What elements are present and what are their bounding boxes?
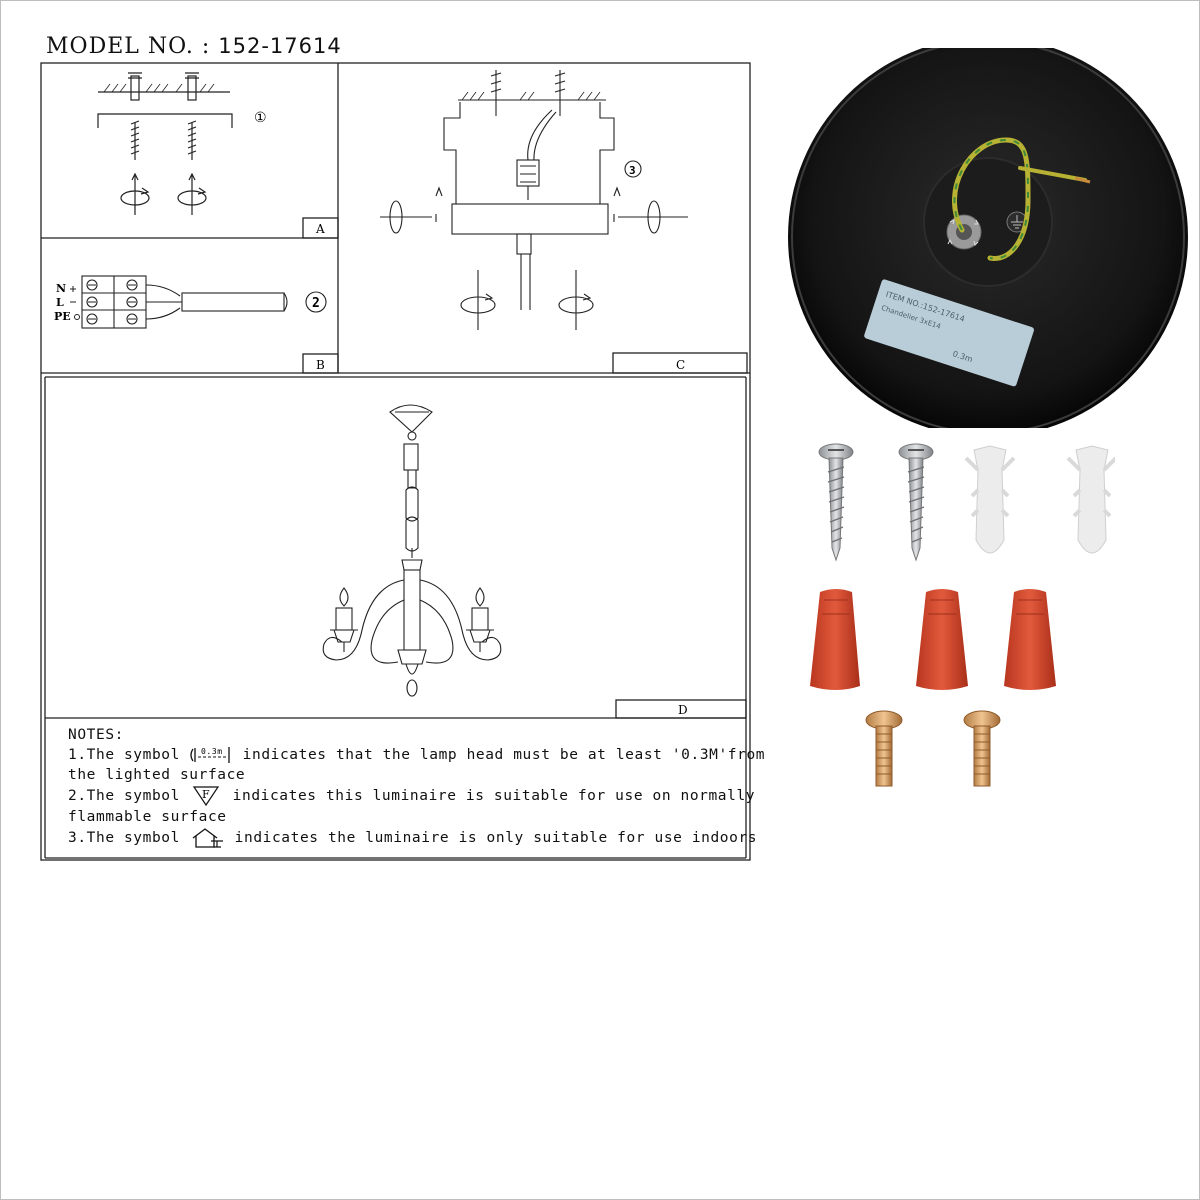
panel-b-terminal-n: N (56, 282, 66, 295)
model-number: 152-17614 (218, 34, 342, 58)
panel-a-ceiling-fixing (97, 72, 233, 215)
panel-d-chandelier-drawing (322, 404, 502, 697)
note-3-prefix: 3.The symbol (68, 830, 180, 846)
wood-screw (898, 443, 934, 562)
distance-symbol-text: 0.3m (201, 747, 223, 756)
note-3-suffix: indicates the luminaire is only suitable… (234, 830, 758, 846)
note-1-suffix: indicates that the lamp head must be at … (242, 747, 766, 763)
panel-d-letter: D (678, 703, 688, 717)
panel-c-letter: C (676, 358, 685, 372)
panel-b-polarity-marks (70, 286, 80, 320)
panel-c-canopy-mounting (380, 70, 688, 330)
panel-a-step: ① (254, 110, 267, 126)
sheet-border (40, 62, 751, 861)
hardware-kit-photo (810, 443, 1115, 787)
note-2-prefix: 2.The symbol (68, 788, 180, 804)
note-1-prefix: 1.The symbol (68, 747, 180, 763)
notes-heading: NOTES: (68, 727, 124, 743)
flammable-symbol-text: F (202, 788, 210, 801)
brass-bolt (865, 710, 903, 787)
instruction-sheet: A B C D ① N (40, 62, 751, 861)
panel-a-letter: A (315, 222, 325, 236)
note-2-suffix: indicates this luminaire is suitable for… (232, 788, 756, 804)
canopy-center-boss (923, 157, 1053, 287)
wire-connector (916, 589, 968, 690)
note-1-line2: the lighted surface (68, 767, 246, 783)
earth-wire-lead (1018, 166, 1087, 182)
distance-symbol-icon: 0.3m (190, 747, 230, 763)
panel-b-terminal-block (81, 275, 327, 329)
wire-connector (1004, 589, 1056, 690)
panel-b-terminal-pe: PE (54, 310, 71, 323)
panel-b-letter: B (316, 358, 325, 372)
wall-plug (1066, 445, 1115, 554)
panel-b-step: 2 (312, 296, 320, 311)
canopy-rim-highlight (791, 48, 1185, 428)
model-label: MODEL NO. : (46, 34, 211, 59)
note-1: 1.The symbol 0.3m indicates that the lam… (68, 745, 765, 765)
wall-plug (964, 445, 1016, 554)
note-2: 2.The symbol F indicates this luminaire … (68, 785, 755, 807)
notes-section: NOTES: 1.The symbol 0.3m indicates that … (68, 725, 765, 849)
model-number-header: MODEL NO. : 152-17614 (46, 34, 342, 59)
note-3: 3.The symbol indicates the luminaire is … (68, 827, 757, 849)
wire-connector (810, 589, 860, 690)
earth-wire (952, 137, 1031, 261)
flammable-surface-icon: F (193, 786, 220, 807)
panel-c-step: 3 (629, 164, 636, 177)
brass-bolt (963, 710, 1001, 787)
wood-screw (818, 443, 854, 562)
canopy-photo: ITEM NO.:152-17614 Chandelier 3xE14 0.3m (788, 48, 1188, 428)
note-2-line2: flammable surface (68, 809, 227, 825)
panel-b-terminal-l: L (56, 296, 64, 309)
earth-terminal (946, 214, 982, 250)
indoor-use-icon (192, 828, 224, 848)
